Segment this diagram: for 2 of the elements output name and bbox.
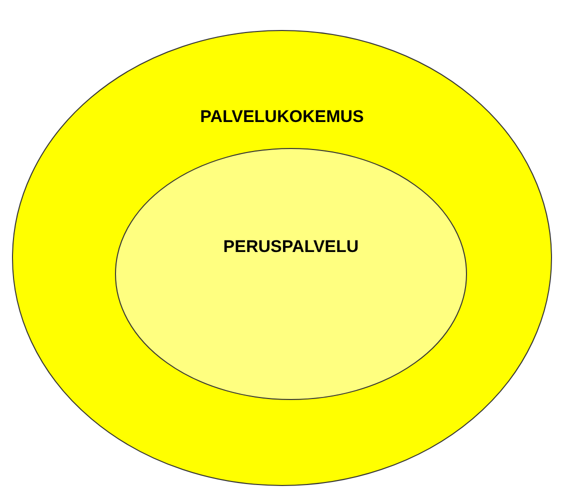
region-label: PALVELUKOKEMUS [200,107,364,126]
region-label: PERUSPALVELU [223,237,359,256]
